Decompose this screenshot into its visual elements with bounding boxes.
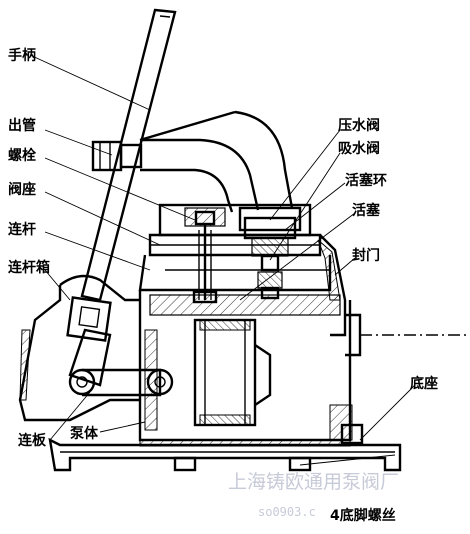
valve-assembly — [243, 216, 297, 300]
label-seal-door: 封门 — [352, 247, 380, 264]
label-rod-box: 连杆箱 — [8, 259, 50, 276]
label-base: 底座 — [410, 375, 438, 392]
rod-box — [18, 274, 140, 422]
label-suction-valve: 吸水阀 — [338, 140, 380, 157]
label-pump-body: 泵体 — [70, 425, 99, 442]
label-link-plate: 连板 — [18, 432, 47, 449]
label-outlet-pipe: 出管 — [8, 117, 36, 134]
handle-lever — [80, 8, 177, 302]
outlet-pipe — [91, 110, 294, 213]
label-piston: 活塞 — [352, 202, 381, 219]
label-foot-screws: 4底脚螺丝 — [330, 507, 396, 524]
bolt — [192, 210, 218, 304]
watermark-text: 上海铸欧通用泵阀厂 — [228, 471, 399, 493]
label-bolt: 螺栓 — [8, 147, 36, 164]
upper-casing — [138, 234, 347, 337]
link-plate — [82, 368, 174, 397]
watermark-url: so0903.c — [258, 505, 316, 519]
label-pressure-valve: 压水阀 — [338, 117, 380, 134]
label-valve-seat: 阀座 — [8, 181, 36, 198]
label-piston-ring: 活塞环 — [345, 172, 387, 189]
base — [48, 404, 402, 472]
label-connecting-rod: 连杆 — [8, 221, 36, 238]
pump-body — [138, 290, 470, 445]
label-handle: 手柄 — [8, 47, 36, 64]
leader-lines — [29, 54, 416, 466]
